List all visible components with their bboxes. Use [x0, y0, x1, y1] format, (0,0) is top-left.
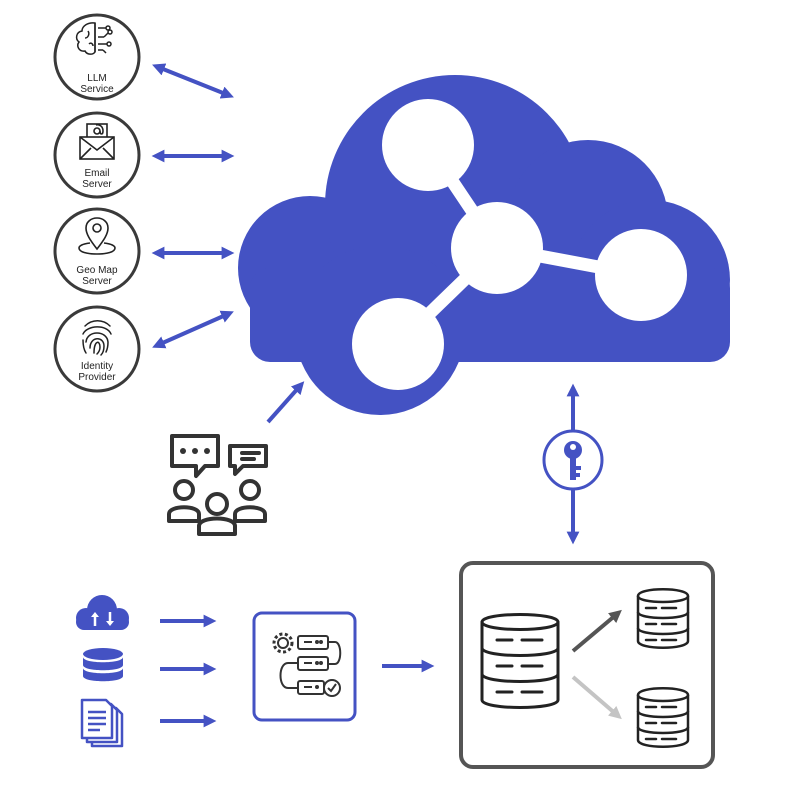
geo-label-line2: Server: [82, 276, 112, 287]
service-label-llm: LLM Service: [62, 73, 132, 95]
key-icon: [542, 429, 604, 491]
cloud-upload-download-icon: [76, 595, 129, 630]
documents-icon: [80, 698, 124, 748]
llm-label-line1: LLM: [87, 73, 107, 84]
arrow-users-cloud: [266, 381, 305, 424]
service-label-geo-map: Geo Map Server: [62, 265, 132, 287]
service-label-identity: Identity Provider: [62, 361, 132, 383]
identity-label-line1: Identity: [80, 361, 114, 372]
llm-label-line2: Service: [80, 84, 114, 95]
users-chat-icon: [167, 434, 268, 536]
replica-database-icon: [636, 588, 690, 649]
arrow-llm-cloud: [152, 63, 234, 99]
service-label-email: Email Server: [62, 168, 132, 190]
arrow-identity-cloud: [152, 310, 234, 349]
workflow-pipeline-icon: [252, 611, 357, 722]
envelope-at-icon: [79, 123, 115, 160]
brain-circuit-icon: [75, 22, 113, 55]
database-icon: [83, 648, 123, 682]
map-pin-icon: [78, 217, 116, 255]
replica-database-icon: [636, 687, 690, 748]
email-label-line2: Server: [82, 179, 112, 190]
geo-label-line1: Geo Map: [76, 265, 118, 276]
identity-label-line2: Provider: [78, 372, 116, 383]
service-email: [53, 111, 141, 199]
arrow-replicate-bottom: [571, 675, 622, 720]
arrow-replicate-top: [571, 609, 622, 653]
email-label-line1: Email: [84, 168, 110, 179]
service-geo-map: [53, 207, 141, 295]
database-server-icon: [480, 613, 560, 709]
service-llm: [53, 13, 141, 101]
fingerprint-icon: [82, 320, 112, 356]
service-identity: [53, 305, 141, 393]
knowledge-graph-cloud-icon: [238, 75, 730, 415]
